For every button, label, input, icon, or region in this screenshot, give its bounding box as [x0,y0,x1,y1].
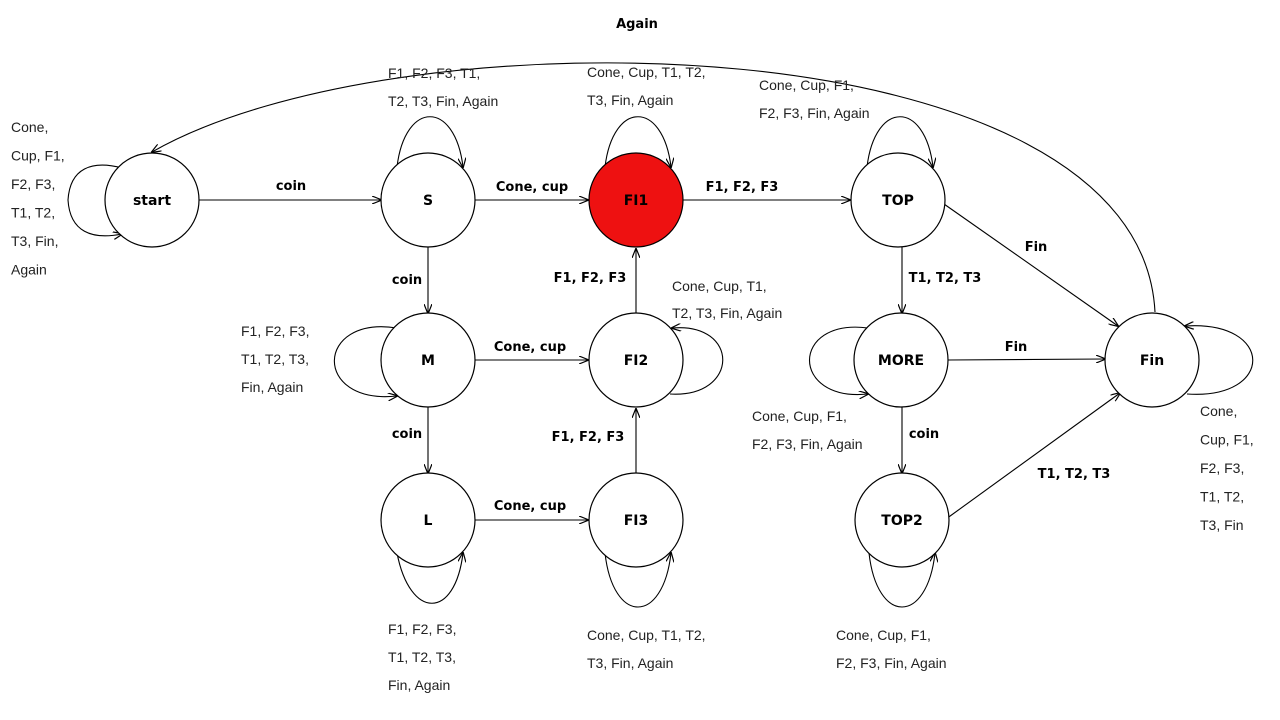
edge-label-more-top2: coin [909,427,939,442]
edge-label-fi2-fi1: F1, F2, F3 [554,271,627,286]
loop-label-fi3: Cone, Cup, T1, T2, T3, Fin, Again [587,627,709,671]
state-top: TOP [850,152,946,248]
loop-m [333,326,397,397]
state-fi1-label: FI1 [624,193,649,209]
loop-label-fi2: Cone, Cup, T1, T2, T3, Fin, Again [672,278,782,321]
state-fi3-label: FI3 [624,513,649,529]
state-fi1: FI1 [588,152,684,248]
edge-label-fi3-fi2: F1, F2, F3 [552,430,625,445]
loop-top2 [868,553,935,608]
edge-label-more-fin: Fin [1005,340,1028,355]
loop-start [67,164,122,236]
state-fi3: FI3 [588,472,684,568]
state-more-label: MORE [878,353,924,369]
loop-more [808,326,869,394]
loop-label-l: F1, F2, F3, T1, T2, T3, Fin, Again [388,621,460,693]
state-fin: Fin [1104,312,1200,408]
edge-top2-fin [945,393,1120,520]
edge-label-s-m: coin [392,273,422,288]
loop-label-start: Cone, Cup, F1, F2, F3, T1, T2, T3, Fin, … [11,119,69,278]
state-start: start [104,152,200,248]
loop-label-top: Cone, Cup, F1, F2, F3, Fin, Again [759,77,870,121]
edge-label-top-more: T1, T2, T3 [909,271,982,286]
state-s: S [380,152,476,248]
state-fi2: FI2 [588,312,684,408]
state-fin-label: Fin [1140,353,1164,369]
state-top-label: TOP [882,193,914,209]
state-start-label: start [133,193,171,209]
state-m: M [380,312,476,408]
state-s-label: S [423,193,433,209]
loop-label-s: F1, F2, F3, T1, T2, T3, Fin, Again [388,65,498,109]
loop-label-more: Cone, Cup, F1, F2, F3, Fin, Again [752,408,863,452]
state-l: L [380,472,476,568]
edge-label-s-fi1: Cone, cup [496,180,568,195]
loop-label-m: F1, F2, F3, T1, T2, T3, Fin, Again [241,323,313,395]
loop-fi3 [604,553,671,608]
loop-l [396,553,463,604]
loop-label-fin: Cone, Cup, F1, F2, F3, T1, T2, T3, Fin [1200,403,1258,533]
edge-fin-start [152,62,1156,313]
edge-label-m-fi2: Cone, cup [494,340,566,355]
edge-label-start-s: coin [276,179,306,194]
edge-label-fi1-top: F1, F2, F3 [706,180,779,195]
state-more: MORE [853,312,949,408]
edge-label-top2-fin: T1, T2, T3 [1038,467,1111,482]
edge-more-fin [947,359,1105,360]
edge-label-l-fi3: Cone, cup [494,499,566,514]
state-fi2-label: FI2 [624,353,649,369]
state-m-label: M [421,353,435,369]
loop-label-fi1: Cone, Cup, T1, T2, T3, Fin, Again [587,64,709,108]
edge-top-fin [943,203,1118,326]
state-l-label: L [424,513,433,529]
edge-label-fin-start: Again [616,17,658,32]
loop-s [396,116,463,167]
loop-fi2 [669,328,724,395]
state-fi1-circle [588,152,684,248]
state-top2: TOP2 [854,472,950,568]
loop-label-top2: Cone, Cup, F1, F2, F3, Fin, Again [836,627,947,671]
state-top2-label: TOP2 [881,513,922,529]
edge-label-top-fin: Fin [1025,240,1048,255]
edge-label-m-l: coin [392,427,422,442]
loop-fi1 [604,116,671,167]
loop-fin [1185,326,1254,395]
loop-top [866,116,933,167]
